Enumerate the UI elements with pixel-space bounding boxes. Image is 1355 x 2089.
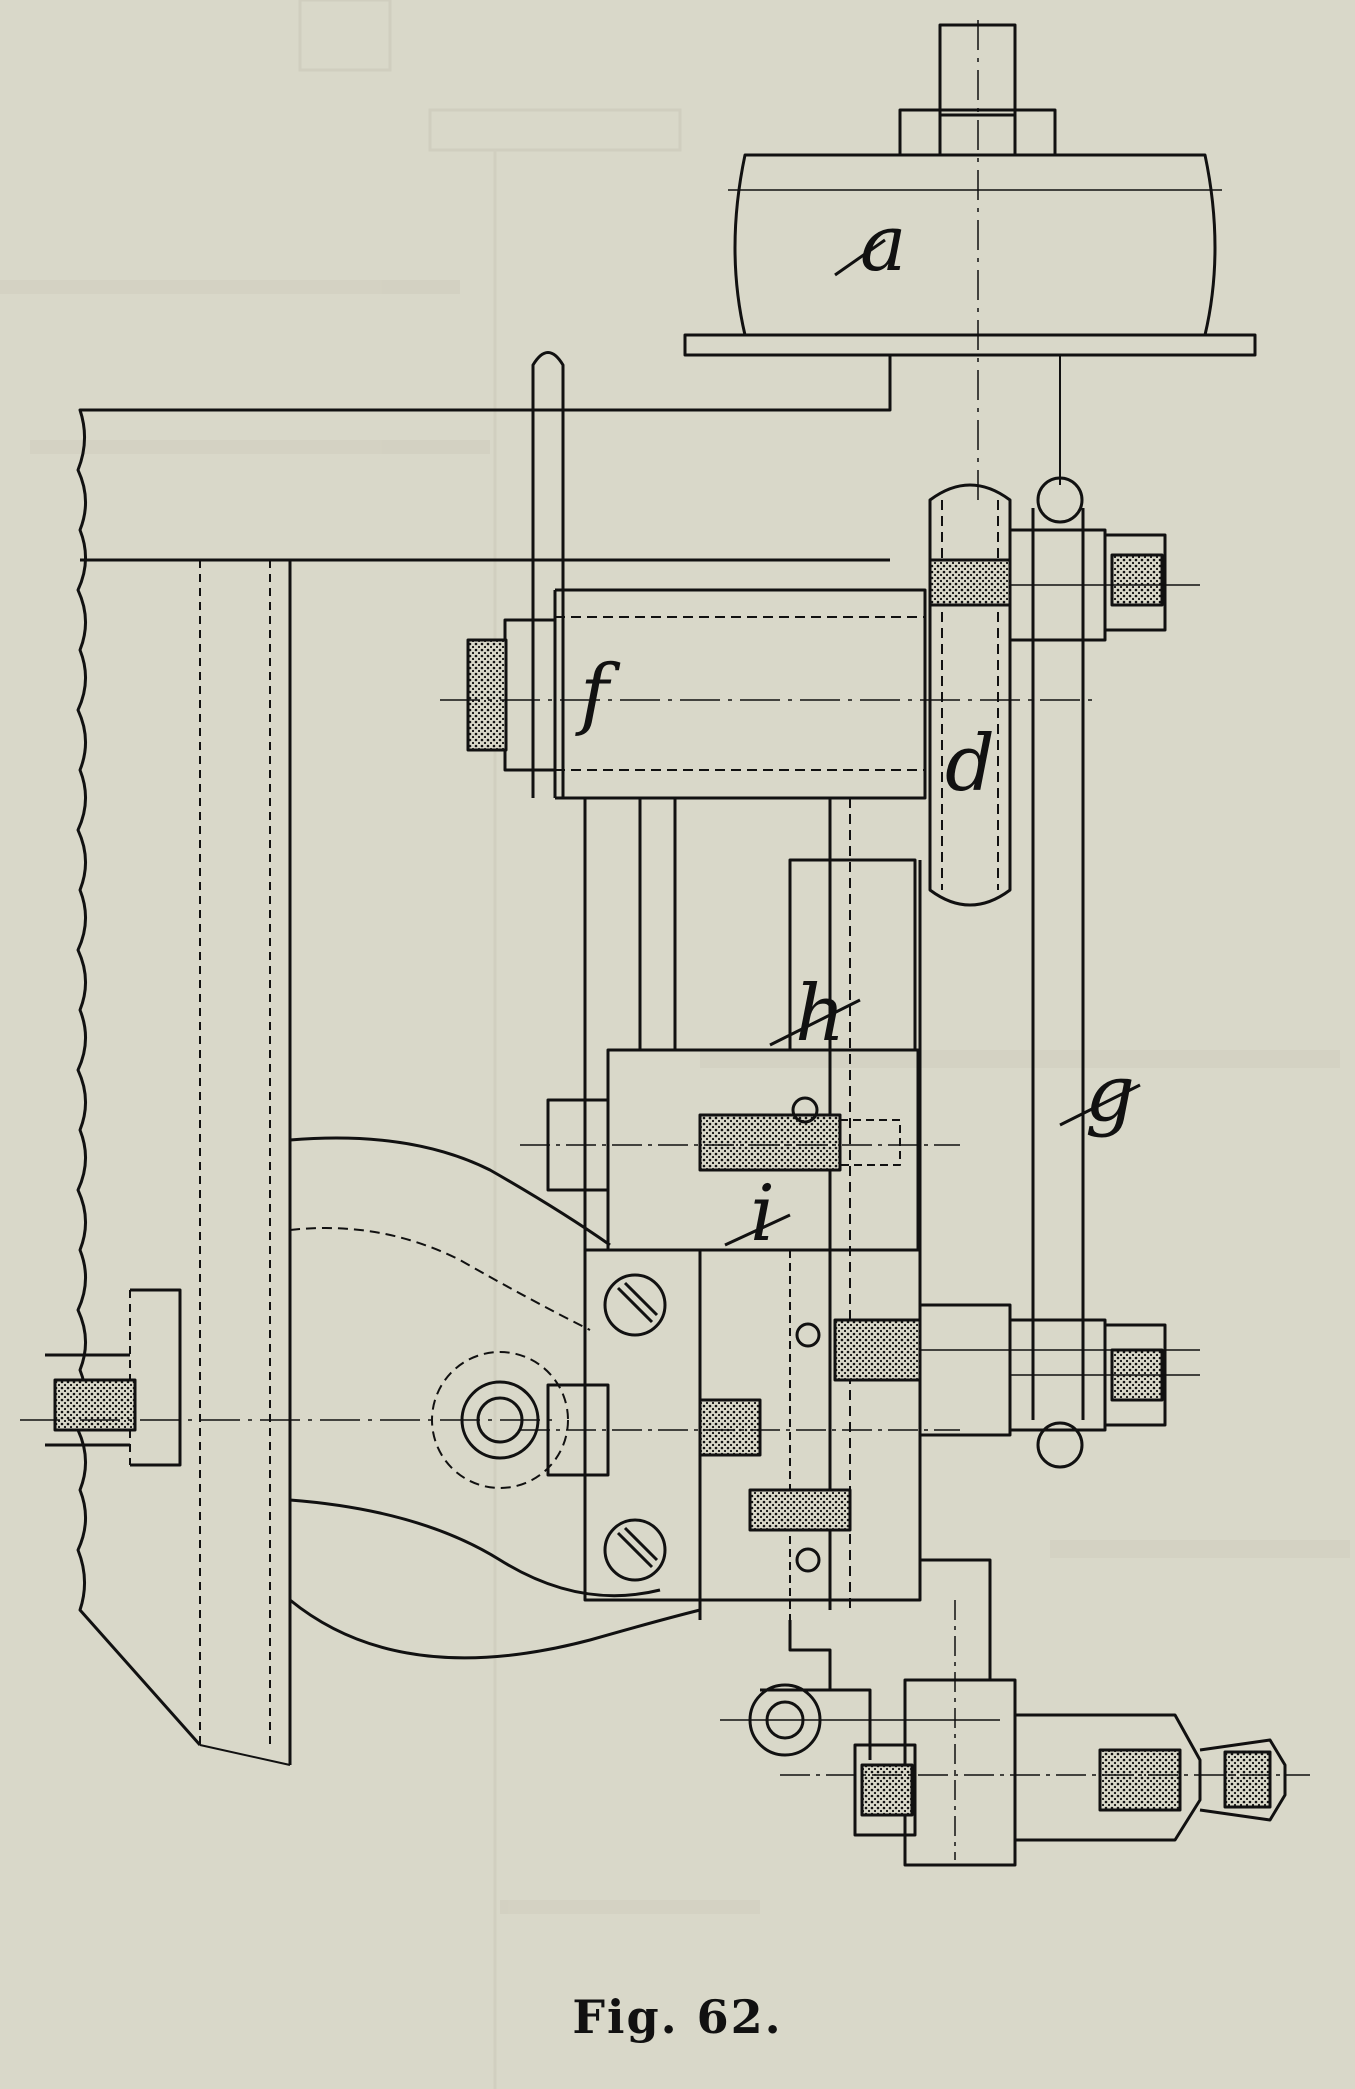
label-f: f	[575, 649, 621, 739]
lower-linkage	[720, 1558, 1310, 1867]
bracket-arm	[289, 1136, 701, 1660]
lever-handle	[531, 351, 565, 798]
part-labels: a f d h g i	[575, 199, 1141, 1259]
label-g: g	[1085, 1049, 1135, 1139]
part-a-housing	[683, 20, 1257, 500]
figure-caption: Fig. 62.	[572, 1990, 783, 2044]
label-h: h	[795, 969, 845, 1059]
label-a: a	[860, 199, 907, 289]
part-g-rod	[1008, 476, 1200, 1469]
part-f-shaft-block	[440, 588, 1100, 1052]
part-d-roller	[928, 483, 1012, 907]
label-d: d	[945, 719, 995, 809]
frame-plate	[20, 355, 892, 1766]
part-i-block	[520, 1048, 1200, 1620]
label-i: i	[750, 1169, 775, 1259]
